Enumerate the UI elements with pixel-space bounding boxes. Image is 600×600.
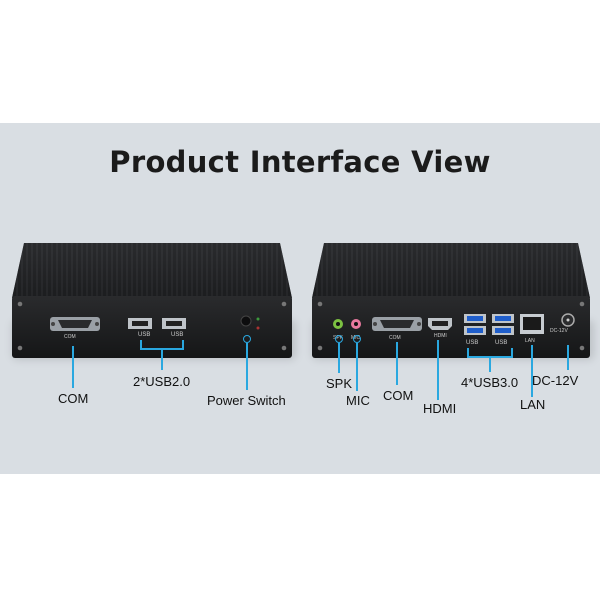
right-dc-callout: DC-12V [532,373,579,388]
right-usb-leader-v [489,356,491,372]
right-hdmi-callout: HDMI [423,401,457,416]
right-lan-callout: LAN [520,397,546,412]
left-usb-leader-a [140,340,142,349]
right-spk-leader [338,343,340,373]
left-mini-pc [12,243,292,358]
right-com-port [372,317,422,331]
right-mic-callout: MIC [346,393,370,408]
right-usb2-port-label: USB [495,340,508,346]
right-usb-stack-1 [464,314,486,335]
left-com-port [50,317,100,331]
page-title: Product Interface View [109,145,491,179]
right-com-port-label: COM [389,335,401,341]
right-lan-leader [531,345,533,397]
right-lan-port-label: LAN [525,338,535,344]
left-com-callout: COM [58,391,89,406]
left-usb-callout: 2*USB2.0 [133,374,191,389]
right-com-leader [396,342,398,385]
left-power-marker [243,335,251,343]
right-spk-callout: SPK [326,376,353,391]
right-mic-leader [356,343,358,391]
left-com-leader [72,346,74,388]
left-power-callout: Power Switch [207,393,286,408]
right-hdmi-leader [437,340,439,400]
left-power-button [240,315,252,327]
left-usb-leader-v [161,348,163,370]
left-com-port-label: COM [64,334,76,340]
left-power-leader [246,343,248,390]
left-usb2-port-label: USB [171,332,184,338]
right-spk-marker [335,335,343,343]
right-usb-leader-a [467,348,469,357]
right-usb1-port-label: USB [466,340,479,346]
right-dc-port-label: DC-12V [550,328,568,334]
right-hdmi-port-label: HDMI [434,333,447,339]
right-usb-callout: 4*USB3.0 [461,375,519,390]
right-usb-stack-2 [492,314,514,335]
right-mic-marker [353,335,361,343]
left-usb-leader-b [182,340,184,349]
left-usb1-port-label: USB [138,332,151,338]
right-dc-leader [567,345,569,370]
right-mini-pc [312,243,590,358]
right-usb-leader-b [511,348,513,357]
right-com-callout: COM [383,388,414,403]
